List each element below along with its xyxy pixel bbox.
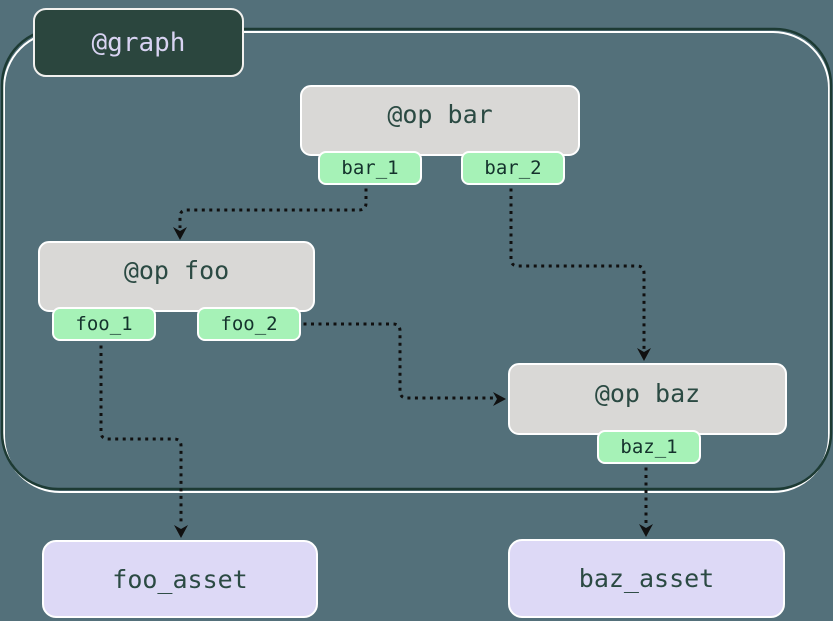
- output-tag-baz-1: baz_1: [597, 430, 701, 464]
- edge-foo2-baz: [296, 322, 493, 400]
- graph-label-box: @graph: [33, 8, 244, 77]
- op-bar-label: @op bar: [387, 100, 493, 129]
- arrowhead-bar1-foo: [173, 227, 187, 240]
- arrowhead-foo2-baz: [493, 392, 506, 406]
- arrowhead-baz1-bazasset: [639, 524, 653, 537]
- edge-bar2-baz: [509, 181, 646, 349]
- output-tag-bar-1: bar_1: [318, 151, 422, 185]
- arrowhead-foo1-fooasset: [174, 525, 188, 538]
- asset-node-baz-asset: baz_asset: [508, 539, 785, 618]
- edge-bar1-foo: [178, 181, 368, 228]
- asset-baz-label: baz_asset: [578, 564, 715, 593]
- output-tag-foo-1: foo_1: [52, 307, 156, 341]
- output-tag-bar-1-text: bar_1: [341, 157, 399, 179]
- op-node-baz: @op baz baz_1: [508, 363, 787, 464]
- output-tag-foo-1-text: foo_1: [75, 313, 133, 335]
- graph-label-text: @graph: [91, 27, 186, 58]
- edge-foo1-fooasset: [99, 338, 183, 525]
- asset-node-foo-asset: foo_asset: [42, 540, 318, 618]
- op-foo-label: @op foo: [123, 256, 230, 285]
- asset-foo-label: foo_asset: [112, 564, 248, 594]
- op-node-foo: @op foo foo_1 foo_2: [38, 241, 315, 341]
- arrowhead-bar2-baz: [637, 348, 651, 361]
- output-tag-baz-1-text: baz_1: [620, 436, 678, 458]
- graph-boundary-highlight: [3, 31, 830, 493]
- output-tag-foo-2-text: foo_2: [220, 313, 278, 335]
- output-tag-bar-2: bar_2: [461, 151, 565, 185]
- op-baz-label: @op baz: [594, 378, 701, 408]
- op-node-bar: @op bar bar_1 bar_2: [300, 85, 580, 185]
- output-tag-foo-2: foo_2: [197, 307, 301, 341]
- graph-boundary: [0, 27, 833, 491]
- output-tag-bar-2-text: bar_2: [484, 157, 542, 179]
